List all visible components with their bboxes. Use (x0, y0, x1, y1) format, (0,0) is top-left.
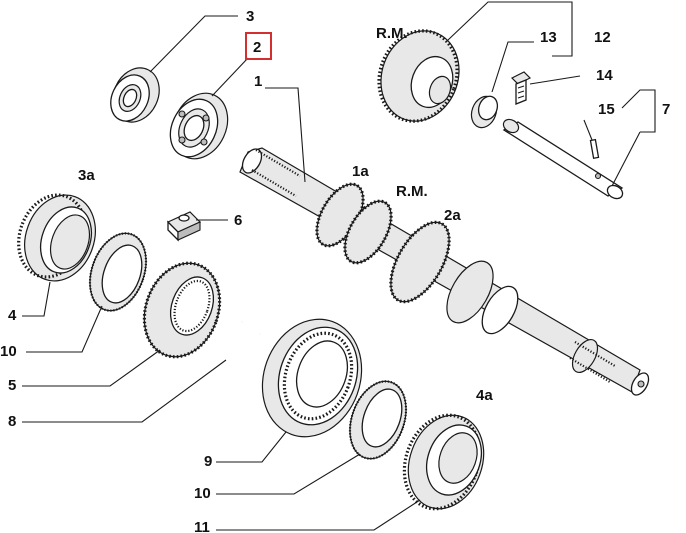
label-10-upper: 10 (0, 343, 17, 360)
gear-4 (17, 193, 96, 282)
label-1: 1 (254, 73, 262, 90)
key-6 (166, 211, 202, 242)
label-3a: 3a (78, 167, 95, 184)
synchro-ring-10-lower (348, 380, 408, 460)
bearing-2 (169, 92, 229, 160)
label-3: 3 (246, 8, 254, 25)
label-7: 7 (662, 101, 670, 118)
label-14: 14 (596, 67, 613, 84)
label-4a: 4a (476, 387, 493, 404)
label-15: 15 (598, 101, 615, 118)
label-11: 11 (194, 519, 210, 533)
label-6: 6 (234, 212, 242, 229)
label-8: 8 (8, 413, 16, 430)
label-9: 9 (204, 453, 212, 470)
bearing-3 (110, 67, 160, 123)
synchro-hub-5 (142, 261, 222, 359)
reverse-gear (377, 29, 460, 123)
label-10-lower: 10 (194, 485, 211, 502)
leader-lines (22, 1, 656, 531)
highlight-box (245, 32, 272, 60)
label-13: 13 (540, 29, 557, 46)
main-shaft (239, 147, 650, 396)
label-5: 5 (8, 377, 16, 394)
label-12: 12 (594, 29, 611, 46)
reverse-shaft-7 (502, 118, 624, 200)
sleeve-9 (261, 318, 363, 438)
label-2: 2 (253, 39, 261, 56)
label-rm-shaft: R.M. (396, 183, 428, 200)
synchro-ring-10-upper (88, 232, 148, 312)
gear-11 (402, 413, 485, 511)
pin-15 (589, 138, 600, 159)
circlip-8 (223, 320, 262, 365)
bolt-14 (510, 71, 532, 105)
label-1a: 1a (352, 163, 369, 180)
label-4: 4 (8, 307, 17, 324)
bushing-13 (470, 95, 499, 129)
label-rm-top: R.M. (376, 25, 408, 42)
label-2a: 2a (444, 207, 461, 224)
